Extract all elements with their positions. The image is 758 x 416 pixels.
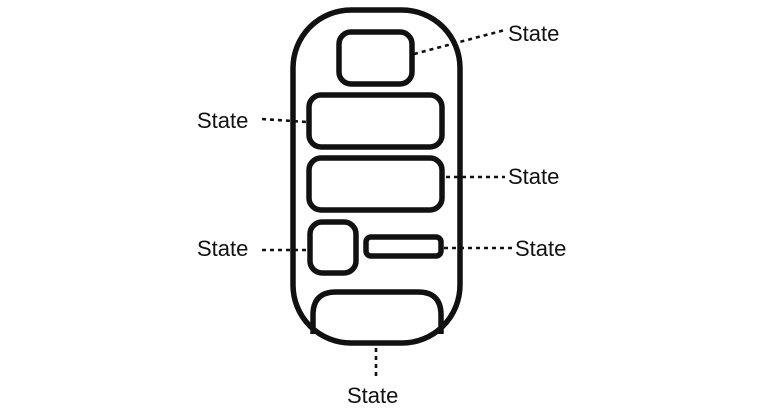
leader-upper-left <box>261 117 308 124</box>
label-bottom: State <box>347 383 398 408</box>
label-lower-left: State <box>197 236 248 261</box>
state-box-top <box>336 29 415 87</box>
state-box-bottom <box>310 289 444 334</box>
label-middle-right: State <box>508 164 559 189</box>
state-box-bar-right <box>363 234 444 259</box>
state-box-middle <box>306 155 445 213</box>
state-box-upper <box>306 92 445 150</box>
state-box-small-left <box>307 219 359 276</box>
outer-container <box>290 7 463 346</box>
label-top-right: State <box>508 21 559 46</box>
label-lower-right: State <box>515 236 566 261</box>
label-upper-left: State <box>197 108 248 133</box>
